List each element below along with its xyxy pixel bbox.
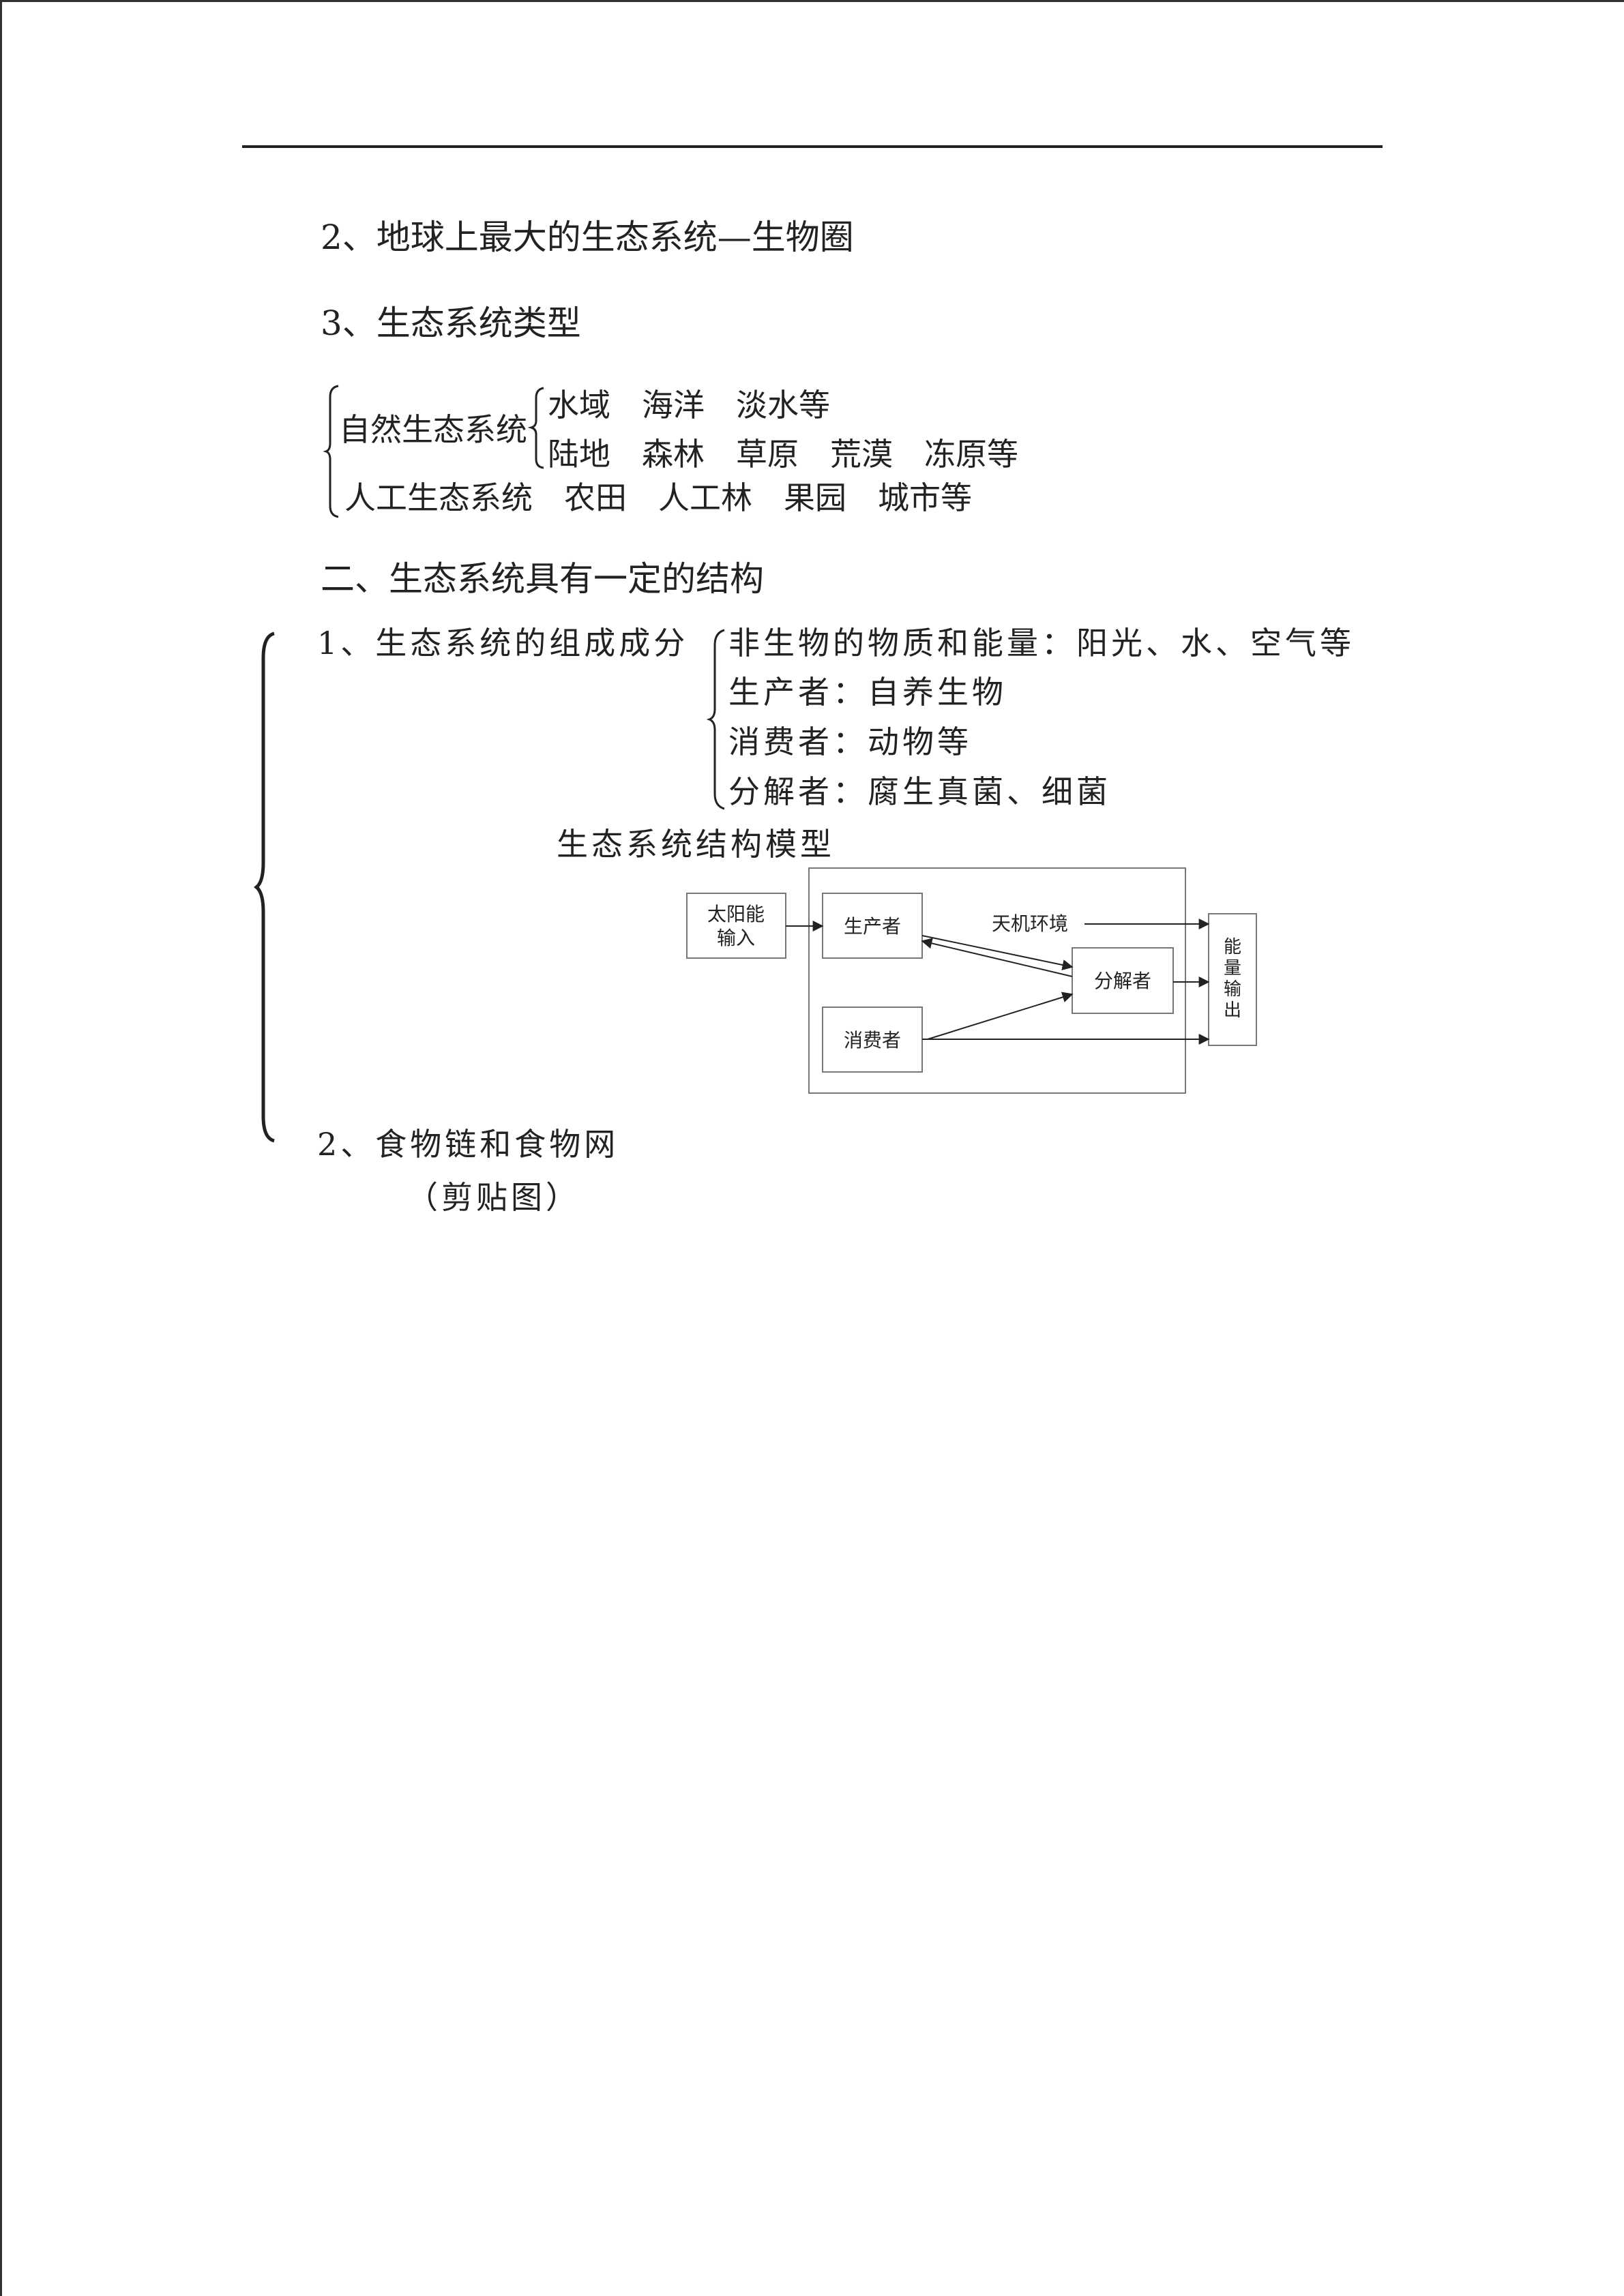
producer-label: 生产者 [844, 915, 901, 938]
decomposer-label: 分解者 [1094, 970, 1151, 992]
environment-label: 天机环境 [992, 912, 1068, 935]
natural-land: 陆地 森林 草原 荒漠 冻原等 [548, 436, 1018, 473]
component-consumer: 消费者：动物等 [728, 724, 972, 760]
natural-brace [527, 387, 544, 469]
page-border-top [0, 0, 1624, 2]
component-producer: 生产者：自养生物 [728, 674, 1007, 711]
arrow-consumer-to-decomposer [927, 992, 1074, 1040]
line-earth-biosphere: 2、地球上最大的生态系统—生物圈 [321, 218, 854, 257]
header-rule [242, 145, 1383, 148]
structure-large-brace [254, 631, 275, 1143]
energy-output-char-4: 出 [1224, 1000, 1241, 1021]
model-frame [808, 867, 1186, 1094]
natural-water: 水域 海洋 淡水等 [548, 387, 830, 423]
component-abiotic: 非生物的物质和能量：阳光、水、空气等 [728, 625, 1355, 661]
components-label: 1、生态系统的组成成分 [317, 625, 689, 661]
line-ecosystem-types: 3、生态系统类型 [321, 303, 581, 343]
page-border-left [0, 0, 2, 2296]
energy-output-char-3: 输 [1224, 979, 1241, 1000]
decomposer-box [1072, 947, 1174, 1014]
natural-ecosystem-label: 自然生态系统 [339, 411, 527, 448]
component-decomposer: 分解者：腐生真菌、细菌 [728, 773, 1111, 810]
food-chain-line: 2、食物链和食物网 [317, 1126, 619, 1163]
artificial-ecosystem: 人工生态系统 农田 人工林 果园 城市等 [344, 479, 972, 516]
energy-output-char-1: 能 [1224, 937, 1241, 957]
arrow-decomposer-to-producer [921, 938, 1073, 977]
consumer-label: 消费者 [844, 1029, 901, 1052]
solar-input-label-1: 太阳能 [707, 903, 765, 925]
types-outer-brace [323, 385, 339, 518]
components-brace [706, 629, 725, 810]
model-title: 生态系统结构模型 [557, 826, 835, 863]
energy-output-char-2: 量 [1224, 958, 1241, 979]
solar-input-label-2: 输入 [717, 927, 755, 949]
clip-note: （剪贴图） [407, 1179, 580, 1216]
arrow-producer-to-decomposer [921, 935, 1074, 970]
section-structure-title: 二、生态系统具有一定的结构 [321, 559, 764, 599]
structure-model-diagram: 太阳能 输入 生产者 天机环境 分解者 消费者 能 量 输 出 [686, 867, 1257, 1094]
